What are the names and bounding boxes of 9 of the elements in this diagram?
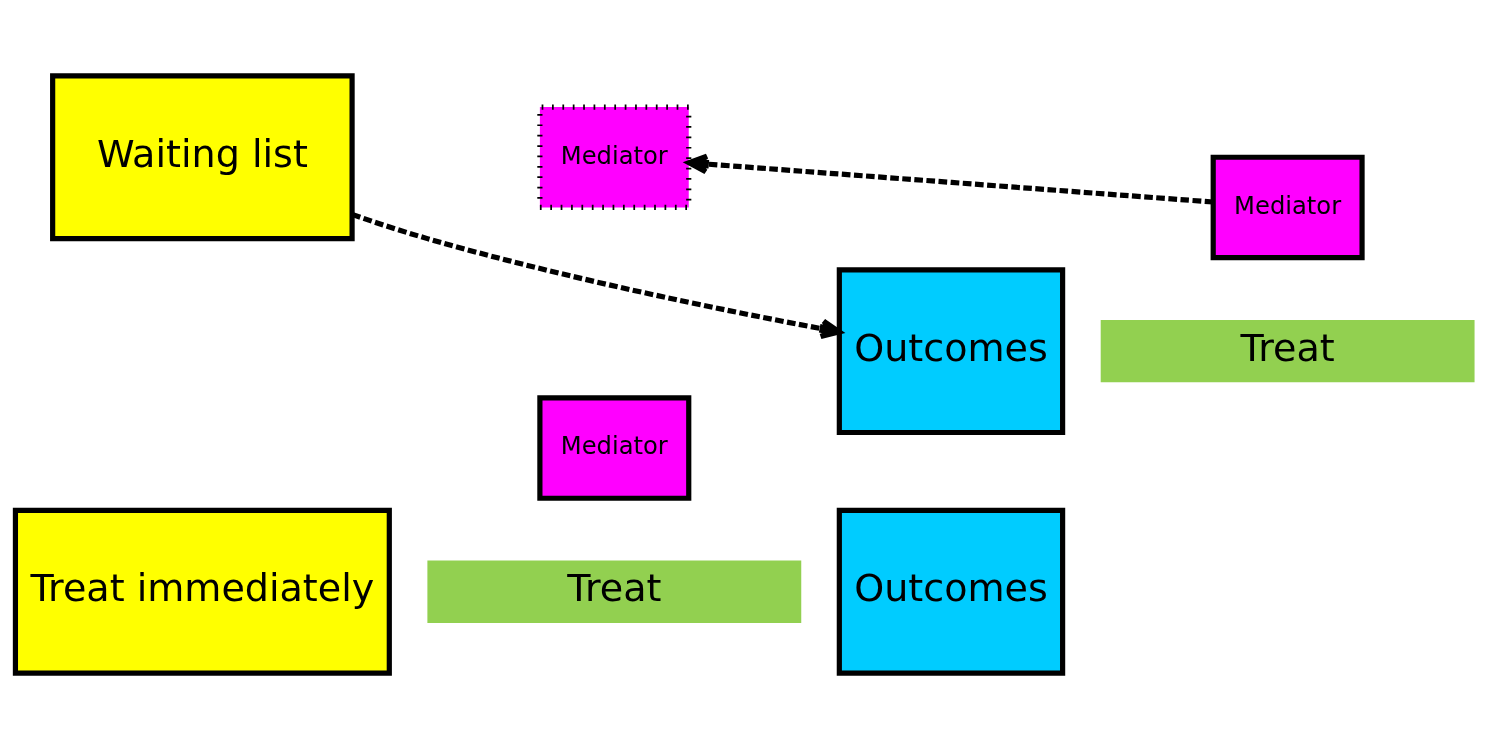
node-box: Treat [1100,320,1475,383]
node-box: Outcomes [836,507,1066,676]
node-box: Treat [427,560,802,623]
node-box: Waiting list [50,73,355,242]
node-box: Outcomes [836,267,1066,436]
node-box: Treat immediately [12,507,392,676]
node-box: Mediator [537,395,692,501]
node-box: Mediator [1210,154,1365,261]
node-box: Mediator [537,104,692,211]
